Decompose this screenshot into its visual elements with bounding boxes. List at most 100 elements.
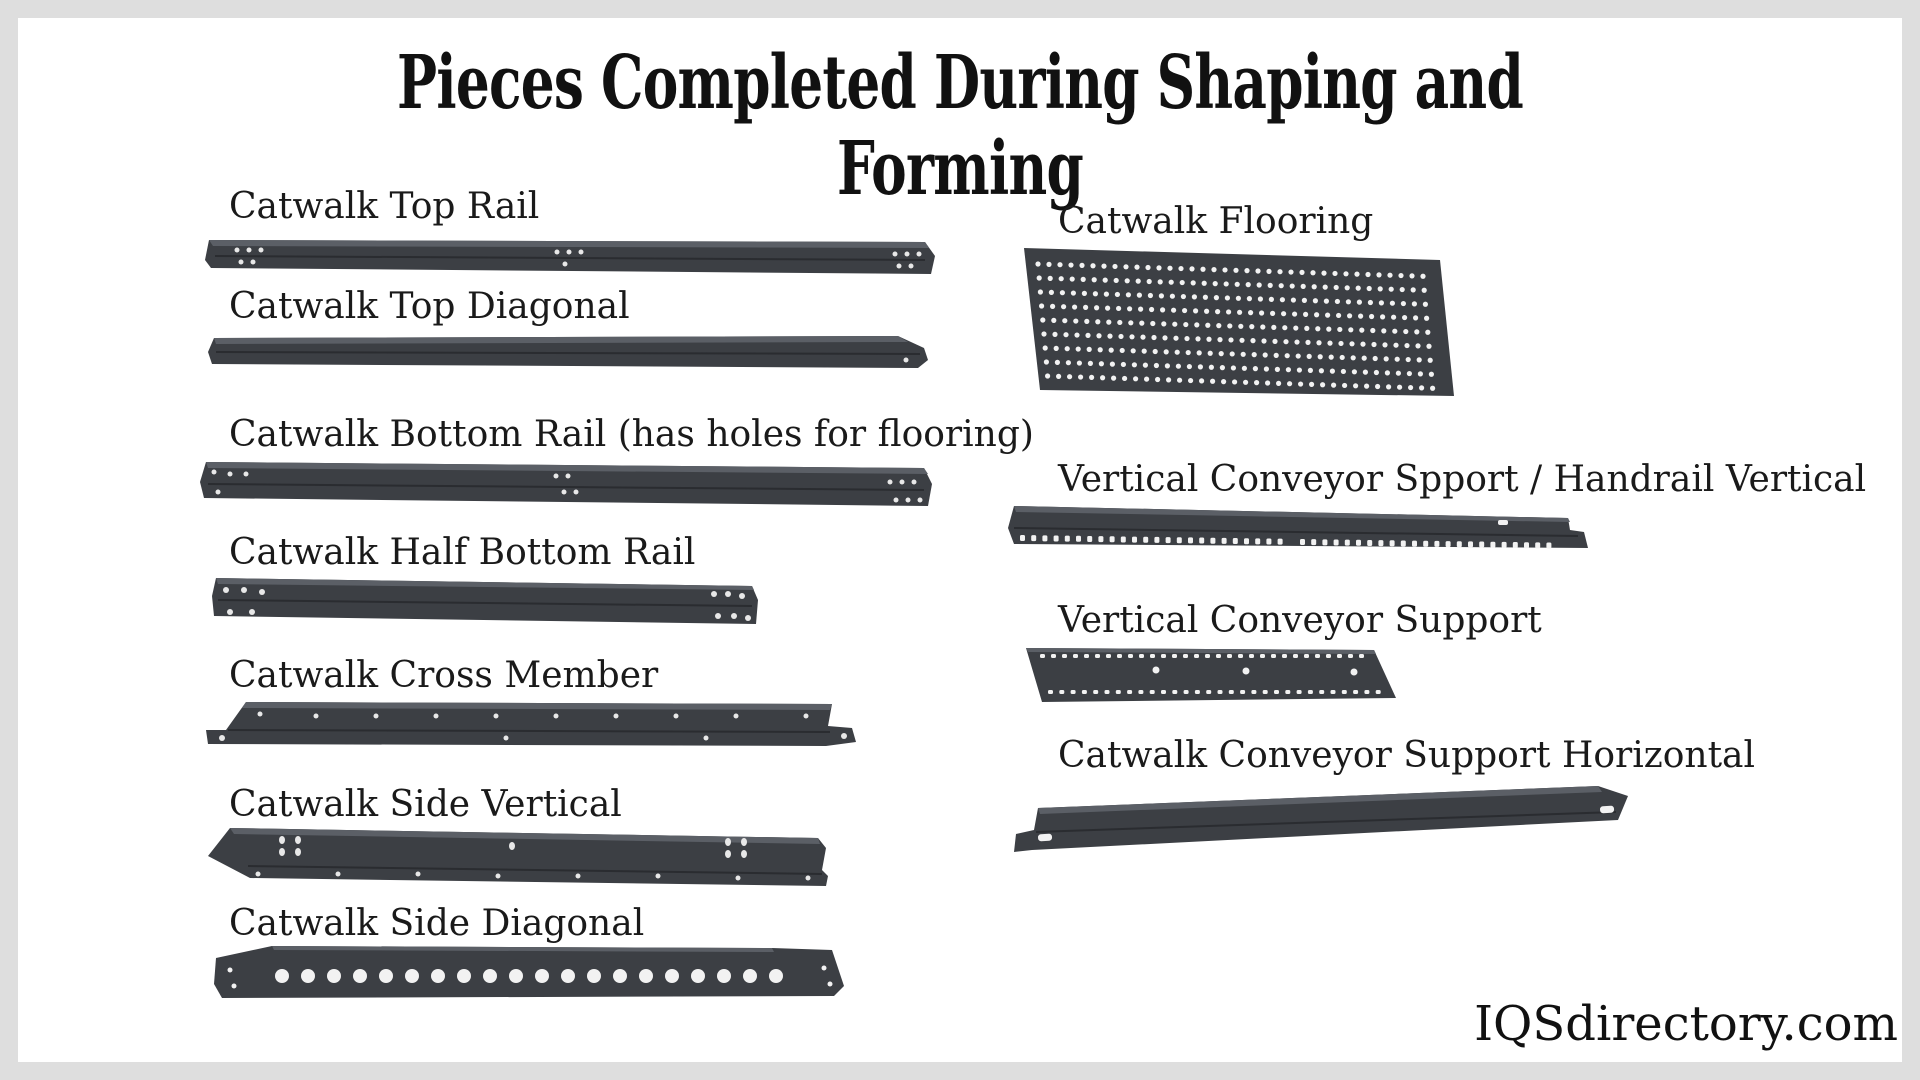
flooring-hole [1142, 362, 1148, 368]
half-bottom-rail-image [212, 578, 758, 624]
flooring-hole [1081, 290, 1087, 296]
flooring-hole [1047, 275, 1053, 281]
label-bottom-rail: Catwalk Bottom Rail (has holes for floor… [229, 414, 1034, 455]
support-slot [1227, 654, 1232, 658]
flooring-hole [1327, 340, 1333, 346]
support-slot [1206, 690, 1212, 694]
support-slot [1048, 690, 1053, 694]
flooring-hole [1057, 262, 1063, 268]
support-slot [1364, 690, 1370, 694]
flooring-hole [1371, 341, 1377, 348]
flooring-hole [1249, 324, 1255, 330]
flooring-hole [1411, 301, 1417, 307]
flooring-hole [1114, 291, 1120, 298]
flooring-hole [1373, 369, 1379, 376]
top-rail-image [205, 240, 935, 274]
support-slot [1093, 690, 1099, 694]
flooring-hole [1425, 329, 1431, 335]
flooring-hole [1098, 361, 1104, 367]
flooring-hole [1045, 373, 1051, 379]
flooring-hole [1119, 347, 1125, 354]
flooring-hole [1070, 290, 1076, 296]
flooring-hole [1235, 295, 1241, 301]
flooring-hole [1294, 339, 1300, 345]
flooring-hole [1215, 309, 1221, 315]
flooring-hole [1309, 381, 1315, 387]
handrail-slot [1512, 542, 1518, 549]
flooring-hole [1189, 266, 1195, 272]
flooring-hole [1227, 323, 1233, 329]
flooring-hole [1207, 350, 1213, 356]
support-slot [1319, 690, 1325, 694]
flooring-hole [1366, 285, 1372, 292]
flooring-hole [1278, 283, 1284, 289]
flooring-hole [1128, 320, 1134, 326]
flooring-hole [1073, 318, 1079, 324]
flooring-hole [1109, 361, 1115, 367]
flooring-hole [1178, 265, 1184, 272]
flooring-hole [1172, 321, 1178, 327]
flooring-hole [1391, 314, 1397, 320]
flooring-hole [1421, 287, 1427, 293]
handrail-slot [1479, 541, 1485, 548]
flooring-hole [1101, 263, 1107, 269]
flooring-hole [1358, 313, 1364, 319]
flooring-hole [1059, 290, 1065, 296]
flooring-hole [1293, 325, 1299, 331]
handrail-slot [1221, 537, 1227, 544]
flooring-hole [1336, 312, 1342, 319]
flooring-hole [1079, 262, 1085, 268]
vertical-conveyor-support-image [1026, 648, 1396, 702]
flooring-hole [1113, 277, 1119, 284]
flooring-hole [1243, 379, 1249, 385]
flooring-hole [1069, 276, 1075, 282]
handrail-slot [1109, 536, 1115, 543]
support-slot [1138, 690, 1144, 694]
flooring-hole [1131, 362, 1137, 368]
flooring-hole [1416, 357, 1422, 363]
flooring-hole [1332, 270, 1338, 277]
flooring-hole [1397, 384, 1403, 390]
flooring-hole [1210, 378, 1216, 384]
flooring-hole [1208, 364, 1214, 370]
support-slot [1315, 654, 1320, 658]
flooring-hole [1387, 272, 1393, 278]
handrail-slot [1445, 541, 1451, 548]
flooring-hole [1311, 284, 1317, 290]
support-slot [1161, 654, 1166, 658]
flooring-hole [1333, 284, 1339, 291]
flooring-hole [1355, 285, 1361, 291]
flooring-hole [1328, 354, 1334, 360]
flooring-hole [1064, 346, 1070, 352]
flooring-hole [1217, 337, 1223, 343]
handrail-slot [1042, 535, 1048, 542]
handrail-slot [1378, 540, 1384, 547]
flooring-hole [1205, 322, 1211, 328]
flooring-hole [1369, 313, 1375, 320]
flooring-hole [1398, 272, 1404, 279]
flooring-hole [1400, 300, 1406, 307]
flooring-hole [1050, 303, 1056, 309]
flooring-hole [1087, 360, 1093, 366]
flooring-hole [1043, 359, 1049, 365]
flooring-hole [1163, 349, 1169, 355]
support-slot [1217, 690, 1223, 694]
flooring-hole [1141, 348, 1147, 354]
handrail-slot [1199, 537, 1205, 544]
flooring-hole [1322, 284, 1328, 290]
support-slot [1205, 654, 1210, 658]
flooring-hole [1108, 347, 1114, 353]
support-slot [1274, 690, 1279, 694]
flooring-hole [1408, 384, 1414, 391]
flooring-hole [1364, 383, 1370, 389]
flooring-hole [1147, 292, 1153, 299]
flooring-hole [1222, 267, 1228, 273]
flooring-hole [1234, 281, 1240, 287]
flooring-hole [1180, 293, 1186, 300]
flooring-hole [1094, 305, 1100, 311]
flooring-hole [1305, 339, 1311, 345]
flooring-hole [1138, 306, 1144, 312]
flooring-hole [1378, 300, 1384, 306]
flooring-hole [1392, 328, 1398, 334]
flooring-hole [1343, 271, 1349, 277]
